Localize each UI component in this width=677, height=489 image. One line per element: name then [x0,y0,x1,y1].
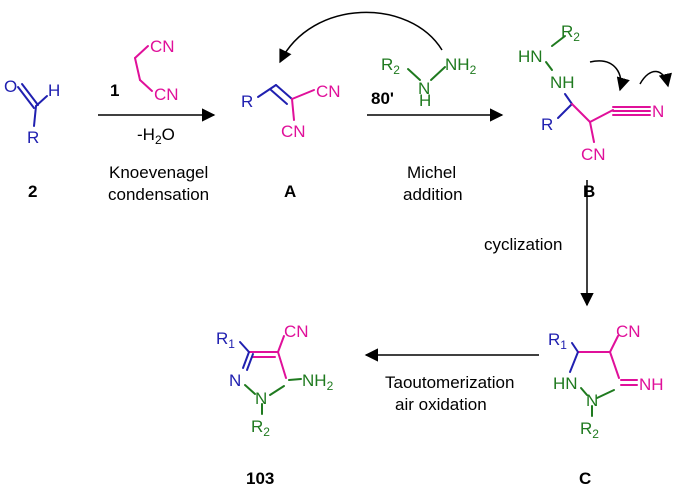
intermediate-c-structure: R1 CN HN N NH R2 [548,322,664,441]
r2-group: R2 [381,55,400,77]
michel-label: Michel [407,163,456,182]
ring-nitrogen-1: N [229,371,241,390]
amino-group: NH2 [302,371,334,393]
reagent-1-label: 1 [110,81,119,100]
hydrogen-atom: H [48,81,60,100]
nitrile-nitrogen: N [652,102,664,121]
r-group: R [541,115,553,134]
nh-group: NH [550,73,575,92]
intermediate-a-structure: R CN CN [241,82,341,141]
hn-group: HN [518,47,543,66]
r2-group: R2 [251,417,270,439]
amino-group: NH2 [445,55,477,77]
r-group: R [27,128,39,147]
cyclization-label: cyclization [484,235,562,254]
curved-electron-arrow-2 [639,70,672,88]
malononitrile-structure: CN CN [134,37,179,104]
ring-nitrogen-2: N [255,389,267,408]
r1-group: R1 [216,329,235,351]
condensation-label: condensation [108,185,209,204]
r2-group: R2 [561,22,580,44]
imine-group: NH [639,375,664,394]
oxygen-atom: O [4,77,17,96]
cyano-top: CN [150,37,175,56]
addition-label: addition [403,185,463,204]
cyano-bottom: CN [281,122,306,141]
hydrogen-atom: H [419,91,431,110]
air-oxidation-label: air oxidation [395,395,487,414]
cyano-bottom: CN [154,85,179,104]
hydrazine-structure: R2 N H NH2 [381,55,477,110]
ring-nitrogen: N [586,391,598,410]
tautomerization-label: Taoutomerization [385,373,514,392]
r2-group: R2 [580,419,599,441]
product-103-structure: R1 CN N N NH2 R2 [216,322,334,439]
compound-b-label: B [583,182,595,201]
nitrogen-atom: N [418,79,430,98]
compound-c-label: C [579,469,591,488]
knoevenagel-label: Knoevenagel [109,163,208,182]
cyano-group: CN [616,322,641,341]
intermediate-b-structure: HN R2 NH R CN N [518,22,664,164]
r1-group: R1 [548,330,567,352]
compound-103-label: 103 [246,469,274,488]
compound-2-label: 2 [28,182,37,201]
r-group: R [241,92,253,111]
cyano-group: CN [284,322,309,341]
cyano-top: CN [316,82,341,101]
curved-attack-arrow [279,11,443,64]
temperature-label: 80' [371,89,394,108]
hn-group: HN [553,374,578,393]
cyano-group: CN [581,145,606,164]
curved-electron-arrow-1 [589,60,630,92]
aldehyde-structure: O H R [4,77,60,147]
water-loss-label: -H2O [137,125,175,147]
compound-a-label: A [284,182,296,201]
